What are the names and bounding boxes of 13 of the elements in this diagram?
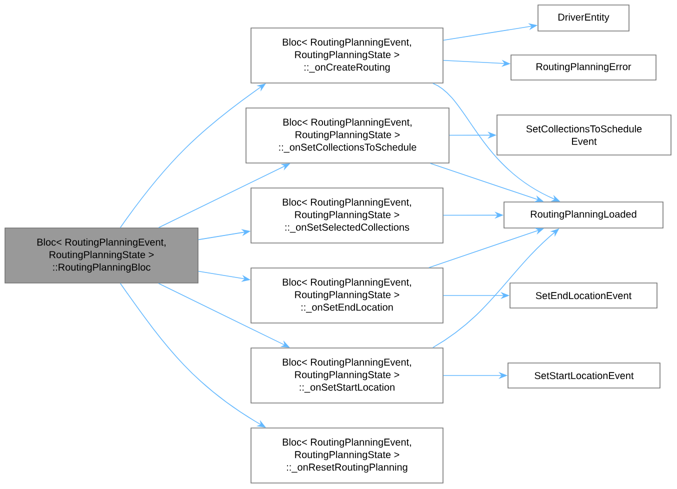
class-box: DriverEntity [538,4,630,32]
function-box: Bloc< RoutingPlanningEvent, RoutingPlanningState > ::_onResetRoutingPlanning [250,428,444,484]
function-box: Bloc< RoutingPlanningEvent, RoutingPlanningState > ::_onSetCollectionsToSchedule [246,108,450,164]
class-box: SetEndLocationEvent [510,282,658,308]
class-box: RoutingPlanningLoaded [504,202,664,228]
class-box: RoutingPlanningError [510,54,656,80]
class-box: SetCollectionsToSchedule Event [496,114,672,156]
function-box: Bloc< RoutingPlanningEvent, RoutingPlanningState > ::_onSetEndLocation [250,268,444,324]
class-box: SetStartLocationEvent [508,362,660,388]
function-box: Bloc< RoutingPlanningEvent, RoutingPlanningState > ::_onCreateRouting [250,28,444,84]
function-box: Bloc< RoutingPlanningEvent, RoutingPlanningState > ::_onSetSelectedCollections [250,188,444,244]
function-box: Bloc< RoutingPlanningEvent, RoutingPlanningState > ::_onSetStartLocation [250,348,444,404]
function-box: Bloc< RoutingPlanningEvent, RoutingPlanningState > ::RoutingPlanningBloc [4,228,198,284]
